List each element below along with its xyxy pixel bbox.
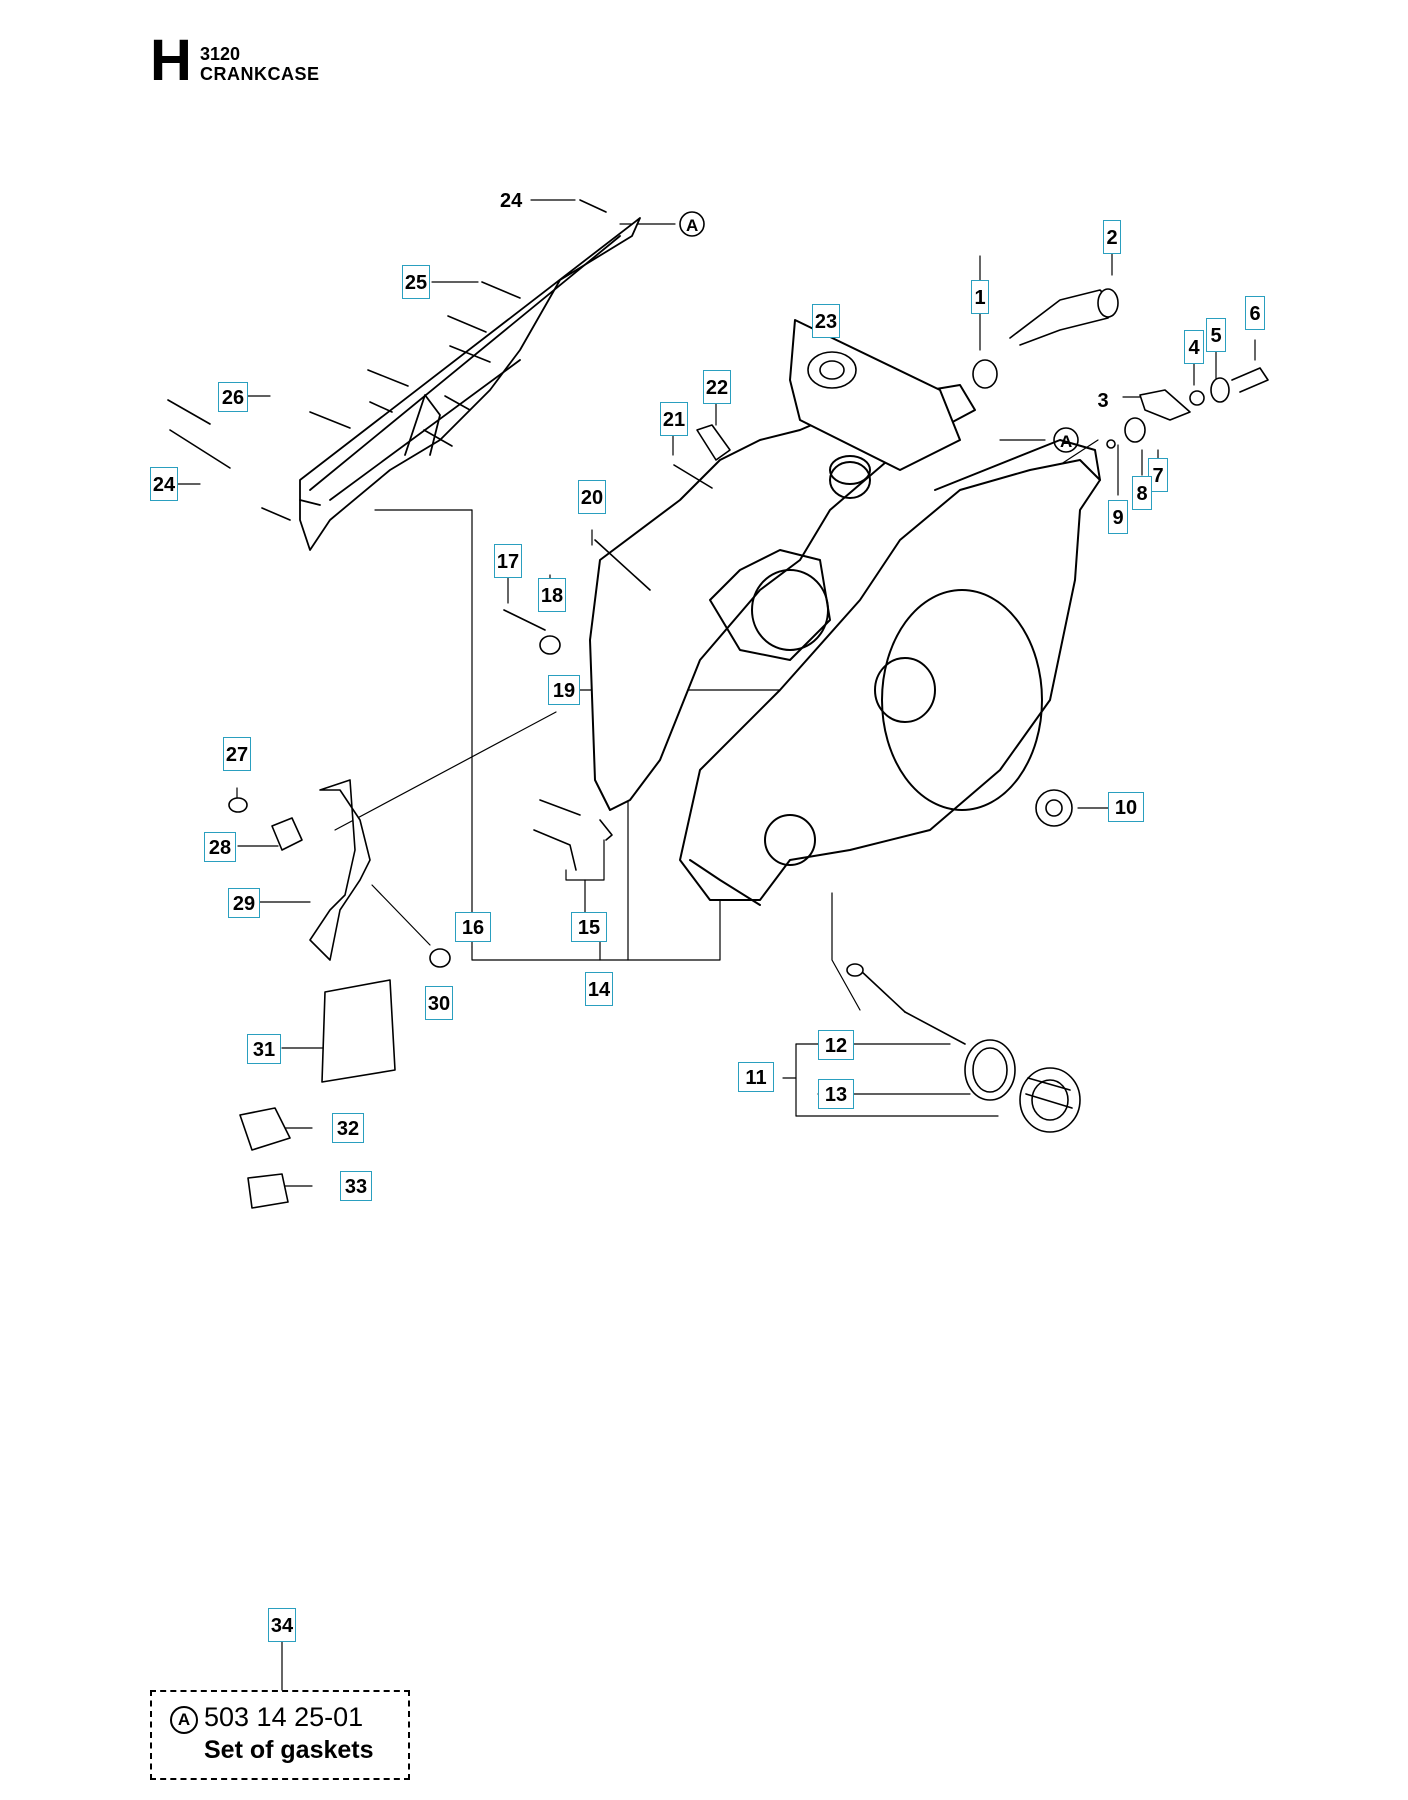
callout-10: 10 [1108,792,1144,822]
kit-reference-mark: A [170,1706,198,1734]
callout-15: 15 [571,912,607,942]
callout-34: 34 [268,1608,296,1642]
callout-32: 32 [332,1113,364,1143]
callout-29: 29 [228,888,260,918]
bolts-top-left [167,199,607,521]
section-title: CRANKCASE [200,64,320,84]
callout-9: 9 [1108,500,1128,534]
gasket-kit-box: A 503 14 25-01 Set of gaskets [150,1690,410,1780]
callout-14: 14 [585,972,613,1006]
label-24-top: 24 [500,190,523,212]
callout-22: 22 [703,370,731,404]
center-parts [503,424,731,871]
oil-pump-parts [807,288,1269,827]
callout-2: 2 [1103,220,1121,254]
callout-18: 18 [538,578,566,612]
callout-7: 7 [1148,458,1168,492]
kit-description: Set of gaskets [204,1736,374,1764]
callout-11: 11 [738,1062,774,1092]
reference-a-markers [679,211,1079,453]
callout-33: 33 [340,1171,372,1201]
callout-27: 27 [223,737,251,771]
callout-3: 3 [1094,386,1112,416]
callout-17: 17 [494,544,522,578]
kit-part-number: 503 14 25-01 [204,1702,364,1732]
callout-4: 4 [1184,330,1204,364]
callout-12: 12 [818,1030,854,1060]
callout-19: 19 [548,675,580,705]
callout-6: 6 [1245,296,1265,330]
handle-bracket [299,217,641,551]
leader-lines [173,199,1256,1691]
tank-cap-parts [846,963,1081,1133]
callout-25: 25 [402,265,430,299]
ref-a-top: A [686,216,698,235]
callout-13: 13 [818,1079,854,1109]
callout-26: 26 [218,382,248,412]
callout-8: 8 [1132,476,1152,510]
callout-5: 5 [1206,318,1226,352]
callout-30: 30 [425,986,453,1020]
callout-21: 21 [660,402,688,436]
callout-1: 1 [971,280,989,314]
spike-bumper-parts [228,779,451,1209]
callout-16: 16 [455,912,491,942]
callout-20: 20 [578,480,606,514]
section-letter: H [150,28,192,93]
callout-28: 28 [204,832,236,862]
callout-23: 23 [812,304,840,338]
callout-24-left: 24 [150,467,178,501]
model-code: 3120 [200,44,241,64]
callout-31: 31 [247,1034,281,1064]
